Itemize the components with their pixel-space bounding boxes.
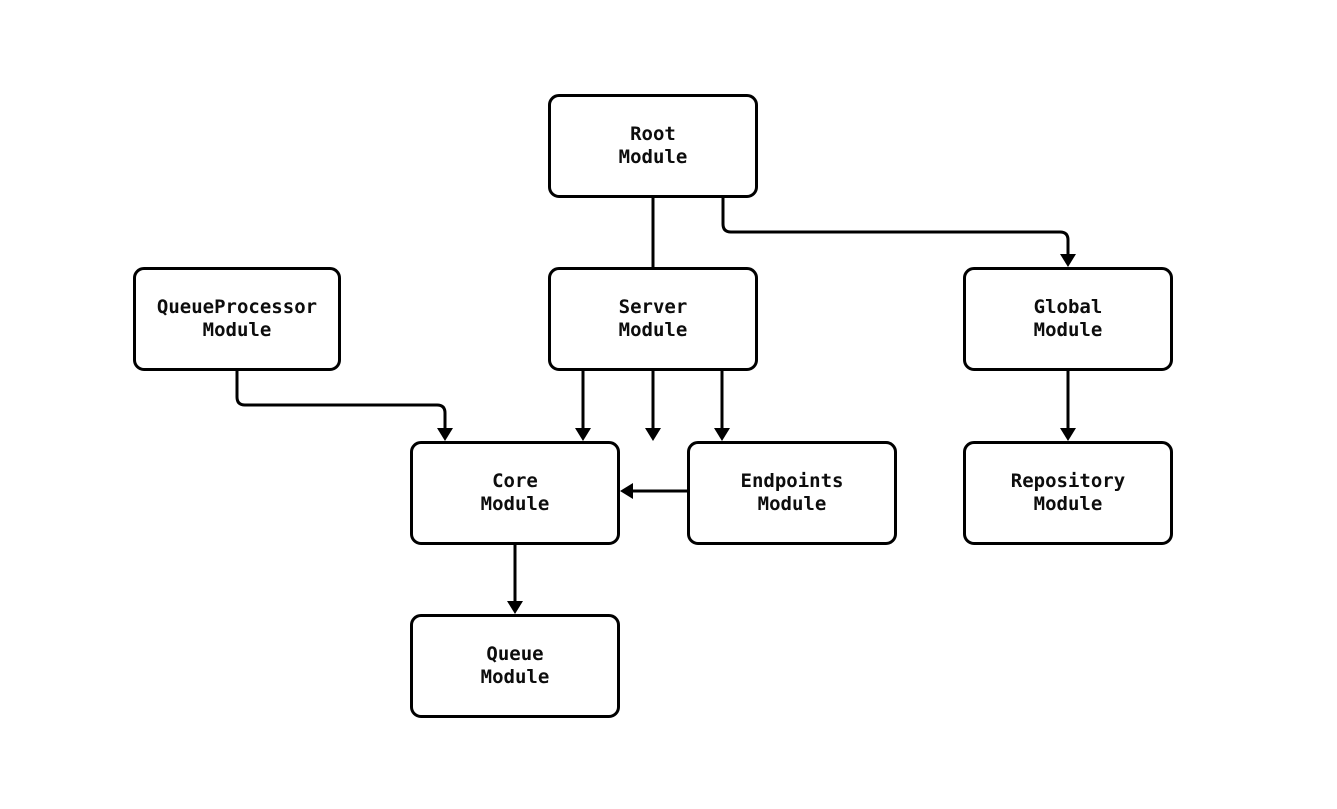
node-label-global: Global Module xyxy=(1033,296,1103,341)
edge-root-global xyxy=(721,198,1070,256)
node-label-queue: Queue Module xyxy=(480,643,550,688)
edge-queueprocessor-core xyxy=(235,371,447,430)
node-endpoints[interactable]: Endpoints Module xyxy=(687,441,897,545)
node-label-endpoints: Endpoints Module xyxy=(740,470,844,515)
arrowhead-global-repository xyxy=(1060,428,1076,441)
node-repository[interactable]: Repository Module xyxy=(963,441,1173,545)
arrowhead-server-core xyxy=(575,428,591,441)
node-label-core: Core Module xyxy=(480,470,550,515)
arrowhead-queueprocessor-core xyxy=(437,428,453,441)
node-core[interactable]: Core Module xyxy=(410,441,620,545)
node-label-root: Root Module xyxy=(618,123,688,168)
node-queue[interactable]: Queue Module xyxy=(410,614,620,718)
node-label-repository: Repository Module xyxy=(1010,470,1126,515)
node-queueprocessor[interactable]: QueueProcessor Module xyxy=(133,267,341,371)
edges-group xyxy=(235,198,1076,614)
node-label-queueprocessor: QueueProcessor Module xyxy=(156,296,318,341)
arrowhead-core-queue xyxy=(507,601,523,614)
arrowhead-endpoints-core xyxy=(620,483,633,499)
node-server[interactable]: Server Module xyxy=(548,267,758,371)
node-label-server: Server Module xyxy=(618,296,688,341)
node-root[interactable]: Root Module xyxy=(548,94,758,198)
arrowhead-server-endpoints xyxy=(714,428,730,441)
arrowhead-root-server xyxy=(645,428,661,441)
arrowhead-root-global xyxy=(1060,254,1076,267)
node-global[interactable]: Global Module xyxy=(963,267,1173,371)
